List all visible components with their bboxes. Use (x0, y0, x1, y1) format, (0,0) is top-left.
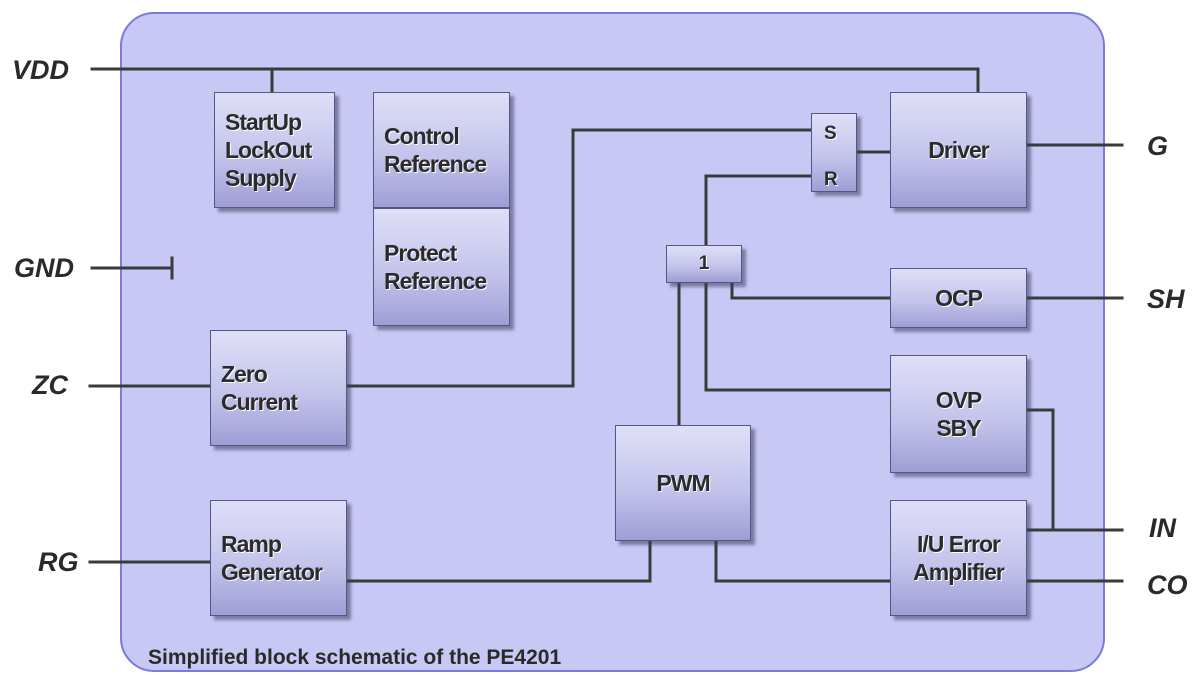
protect-reference-label: Protect Reference (384, 240, 487, 294)
zero-current-label: Zero Current (221, 361, 298, 415)
control-reference-label: Control Reference (384, 123, 487, 177)
ramp-generator-block: Ramp Generator (210, 500, 347, 616)
ovp-sby-block: OVP SBY (890, 355, 1027, 473)
pin-in: IN (1149, 513, 1176, 543)
sr-s-label: S (824, 123, 837, 144)
diagram-caption: Simplified block schematic of the PE4201 (148, 646, 562, 669)
iu-error-amplifier-label: I/U Error Amplifier (913, 531, 1005, 585)
iu-error-amplifier-block: I/U Error Amplifier (890, 500, 1027, 616)
or-to-ocp-wire (730, 281, 892, 300)
ocp-block: OCP (890, 268, 1027, 328)
pin-gnd: GND (14, 253, 74, 283)
ovp-sby-label: OVP SBY (935, 387, 983, 441)
pin-g: G (1147, 131, 1169, 161)
ovp-to-in-wire (1026, 408, 1055, 532)
zero-current-to-s-wire (346, 128, 814, 388)
ramp-to-pwm-wire (346, 538, 652, 583)
pin-rg: RG (38, 547, 79, 577)
pin-co: CO (1147, 570, 1188, 600)
or-gate-label: 1 (698, 253, 710, 274)
ramp-generator-label: Ramp Generator (221, 531, 323, 585)
or-to-ovp-wire (704, 281, 892, 392)
ocp-label: OCP (935, 285, 983, 311)
pin-sh: SH (1147, 284, 1185, 314)
pwm-block: PWM (615, 425, 751, 541)
startup-label: StartUp LockOut Supply (225, 109, 312, 191)
protect-reference-block: Protect Reference (373, 208, 510, 326)
pwm-to-ea-wire (714, 538, 892, 583)
sr-latch-block: S R (811, 113, 857, 192)
vdd-wire (90, 67, 980, 94)
driver-label: Driver (928, 137, 989, 163)
control-reference-block: Control Reference (373, 92, 510, 208)
startup-lockout-supply-block: StartUp LockOut Supply (214, 92, 335, 208)
or-gate-block: 1 (666, 245, 742, 283)
zero-current-block: Zero Current (210, 330, 347, 446)
driver-block: Driver (890, 92, 1027, 208)
pin-vdd: VDD (12, 55, 70, 85)
sr-r-label: R (824, 169, 838, 190)
pwm-label: PWM (656, 470, 710, 496)
or-to-r-wire (704, 174, 814, 248)
pin-zc: ZC (32, 370, 68, 400)
